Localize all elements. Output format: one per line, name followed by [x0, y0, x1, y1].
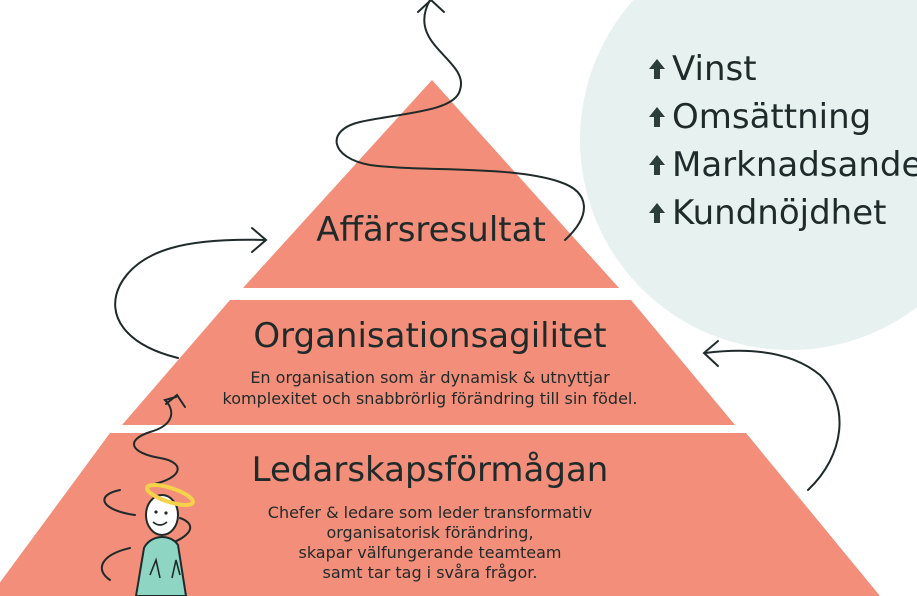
- person-eye-left: [154, 510, 158, 514]
- bottom-description-line: skapar välfungerande teamteam: [298, 543, 562, 562]
- up-arrow-icon: [649, 155, 665, 175]
- bottom-layer-description: Chefer & ledare som leder transformativ …: [180, 503, 680, 583]
- person-figure: [134, 483, 195, 596]
- pyramid-bottom-layer: [0, 433, 880, 596]
- up-arrow-icon: [649, 59, 665, 79]
- left-loop-arrow: [114, 238, 266, 359]
- middle-layer-title: Organisationsagilitet: [253, 316, 607, 356]
- person-mouth: [152, 521, 168, 526]
- bottom-description-line: Chefer & ledare som leder transformativ: [267, 503, 593, 522]
- person-body: [134, 536, 188, 596]
- person-spiral-line: [100, 396, 192, 581]
- results-list: Vinst Omsättning Marknadsandel Kundnöjdh…: [648, 45, 917, 237]
- right-loop-arrow: [704, 349, 841, 491]
- middle-layer-description: En organisation som är dynamisk & utnytt…: [150, 367, 710, 409]
- result-item-label: Marknadsandel: [672, 145, 917, 185]
- result-item: Omsättning: [648, 93, 917, 141]
- result-item: Vinst: [648, 45, 917, 93]
- bottom-description-line: samt tar tag i svåra frågor.: [322, 563, 538, 582]
- result-item: Kundnöjdhet: [648, 189, 917, 237]
- person-arms: [149, 557, 181, 579]
- top-arrowhead: [417, 0, 445, 13]
- middle-description-line: En organisation som är dynamisk & utnytt…: [250, 368, 610, 387]
- top-layer-title: Affärsresultat: [316, 210, 546, 250]
- person-halo: [145, 483, 195, 507]
- pyramid-top-layer: [243, 80, 619, 288]
- result-item: Marknadsandel: [648, 141, 917, 189]
- left-loop-arrowhead: [251, 227, 268, 253]
- growth-spiral-line: [335, 0, 585, 241]
- bottom-layer-title: Ledarskapsförmågan: [251, 450, 609, 490]
- bottom-description-line: organisatorisk förändring,: [326, 523, 534, 542]
- person-head: [145, 494, 179, 536]
- middle-description-line: komplexitet och snabbrörlig förändring t…: [222, 389, 638, 408]
- pyramid-middle-layer: [122, 300, 735, 425]
- person-eye-right: [164, 511, 168, 515]
- result-item-label: Kundnöjdhet: [672, 193, 887, 233]
- up-arrow-icon: [649, 107, 665, 127]
- results-circle: [580, 0, 917, 350]
- person-spiral-arrowhead: [165, 393, 186, 408]
- result-item-label: Vinst: [672, 49, 757, 89]
- result-item-label: Omsättning: [672, 97, 872, 137]
- right-loop-arrowhead: [702, 340, 719, 367]
- up-arrow-icon: [649, 203, 665, 223]
